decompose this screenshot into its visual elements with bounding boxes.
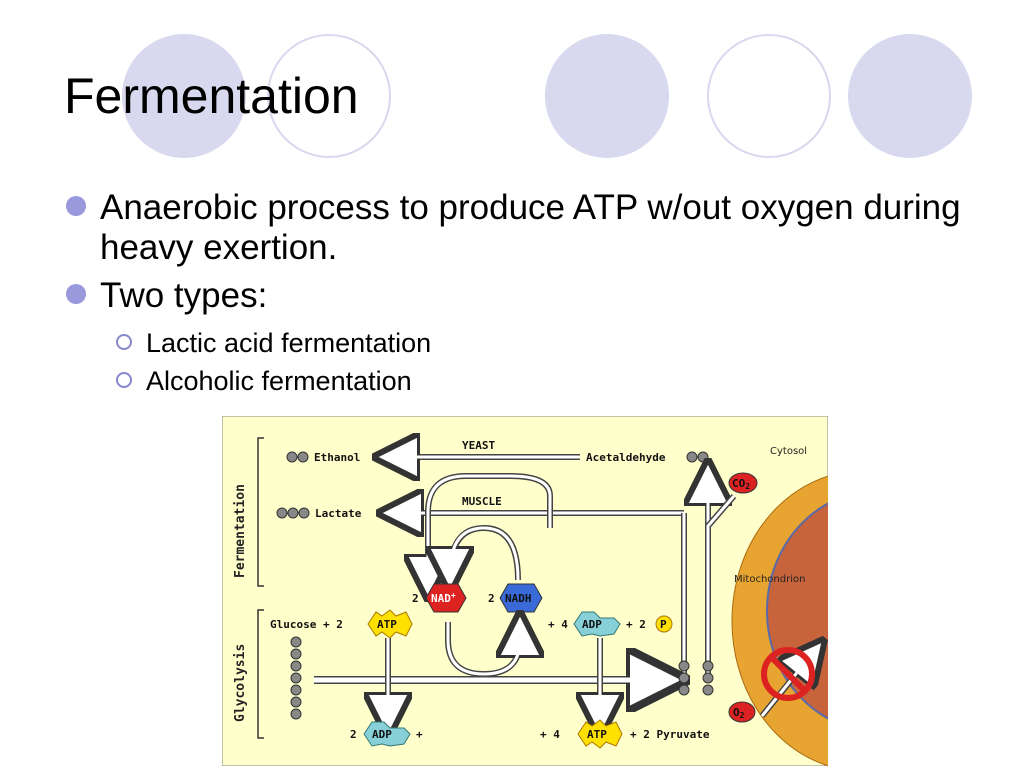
molecule-dot xyxy=(702,672,714,684)
molecule-dot xyxy=(290,684,302,696)
nad-count-label: 2 xyxy=(412,592,419,605)
decorative-circle-5 xyxy=(848,34,972,158)
atp-bottom-label: ATP xyxy=(587,728,607,741)
co2-label: CO2 xyxy=(732,477,750,491)
molecule-dot xyxy=(290,708,302,720)
sub-bullet-ring-icon xyxy=(116,334,132,350)
atp-top-star-icon xyxy=(367,609,413,639)
fermentation-diagram: Fermentation Glycolysis Ethanol YEAST Ac… xyxy=(222,416,828,766)
decorative-circle-4 xyxy=(707,34,831,158)
co2-branch-arrow-core xyxy=(706,495,736,527)
molecule-dot xyxy=(298,507,310,519)
sub-bullet-item: Alcoholic fermentation xyxy=(66,362,1006,400)
bullet-item: Two types: xyxy=(66,276,1006,316)
adp-bottom-star-icon xyxy=(363,721,411,747)
molecule-dot xyxy=(678,660,690,672)
o2-label: O2 xyxy=(733,706,745,720)
mitochondrion-label: Mitochondrion xyxy=(734,574,805,585)
adp-top-label: ADP xyxy=(582,618,602,631)
phosphate-label: P xyxy=(660,618,667,631)
nadh-to-muscle-loop-core xyxy=(448,526,520,581)
molecule-dot xyxy=(678,684,690,696)
glucose-label: Glucose + 2 xyxy=(270,618,343,631)
adp-bottom-label: ADP xyxy=(372,728,392,741)
fermentation-bracket xyxy=(257,437,264,587)
glycolysis-side-label: Glycolysis xyxy=(233,644,248,722)
bullet-dot-icon xyxy=(66,196,86,216)
no-entry-icon xyxy=(761,647,815,701)
molecule-dot xyxy=(290,672,302,684)
decorative-circle-2 xyxy=(267,34,391,158)
molecule-dot xyxy=(290,660,302,672)
molecule-dot xyxy=(686,451,698,463)
sub-bullet-text: Lactic acid fermentation xyxy=(146,328,432,358)
bullet-dot-icon xyxy=(66,284,86,304)
slide-title: Fermentation xyxy=(64,68,359,124)
molecule-dot xyxy=(697,451,709,463)
atp-top-label: ATP xyxy=(377,618,397,631)
atp-bottom-prefix-label: + 4 xyxy=(540,728,560,741)
cytosol-label: Cytosol xyxy=(770,446,807,457)
bullet-text: Two types: xyxy=(100,276,268,315)
molecule-dot xyxy=(702,684,714,696)
bullet-text: Anaerobic process to produce ATP w/out o… xyxy=(100,188,961,267)
molecule-dot xyxy=(297,451,309,463)
plus2-label: + 2 xyxy=(626,618,646,631)
yeast-label: YEAST xyxy=(462,439,495,452)
molecule-dot xyxy=(290,696,302,708)
ethanol-label: Ethanol xyxy=(314,451,360,464)
bullet-item: Anaerobic process to produce ATP w/out o… xyxy=(66,188,1006,268)
molecule-dot xyxy=(678,672,690,684)
nad-hexagon-icon xyxy=(425,583,467,613)
bullet-list: Anaerobic process to produce ATP w/out o… xyxy=(66,188,1006,400)
nadh-count-label: 2 xyxy=(488,592,495,605)
decorative-circle-3 xyxy=(545,34,669,158)
sub-bullet-text: Alcoholic fermentation xyxy=(146,366,412,396)
glycolysis-bracket xyxy=(257,609,264,739)
nad-label: NAD+ xyxy=(431,591,456,605)
nadh-label: NADH xyxy=(505,592,532,605)
pyruvate-label: + 2 Pyruvate xyxy=(630,728,710,741)
phosphate-icon xyxy=(655,615,673,633)
molecule-dot xyxy=(286,451,298,463)
lactate-label: Lactate xyxy=(315,507,362,520)
adp-top-star-icon xyxy=(573,611,621,637)
sub-bullet-ring-icon xyxy=(116,372,132,388)
sub-bullet-item: Lactic acid fermentation xyxy=(66,324,1006,362)
molecule-dot xyxy=(290,636,302,648)
yeast-loop-arrow-core xyxy=(426,474,552,582)
atp-bottom-star-icon xyxy=(577,719,623,749)
decorative-circle-1 xyxy=(122,34,246,158)
molecule-dot xyxy=(290,648,302,660)
muscle-label: MUSCLE xyxy=(462,495,502,508)
o2-badge xyxy=(728,701,756,723)
nad-to-nadh-loop-core xyxy=(446,622,522,676)
fermentation-side-label: Fermentation xyxy=(233,484,248,578)
molecule-dot xyxy=(702,660,714,672)
adp-bottom-suffix-label: + xyxy=(416,728,423,741)
molecule-dot xyxy=(287,507,299,519)
o2-arrow-core xyxy=(760,653,814,717)
acetaldehyde-label: Acetaldehyde xyxy=(586,451,666,464)
adp-top-prefix-label: + 4 xyxy=(548,618,568,631)
adp-bottom-prefix-label: 2 xyxy=(350,728,357,741)
molecule-dot xyxy=(276,507,288,519)
